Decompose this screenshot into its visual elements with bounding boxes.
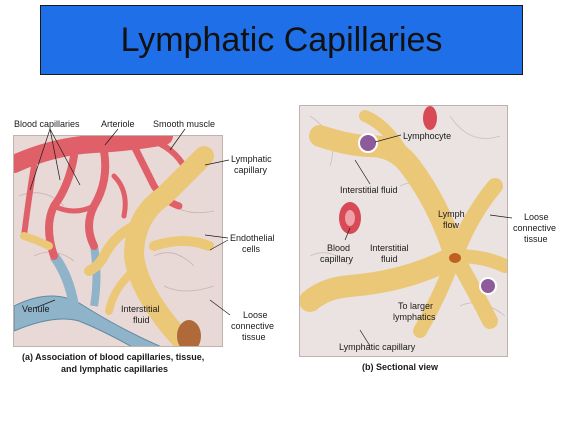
label-loose-connective-b-2: connective [513, 223, 557, 233]
caption-b: (b) Sectional view [362, 362, 439, 372]
page-title: Lymphatic Capillaries [120, 20, 443, 59]
junction-node [449, 253, 461, 263]
lymphatic-capillary-b [300, 110, 507, 338]
label-interstitial-fluid-a1: Interstitial [121, 304, 160, 314]
venule-branch [49, 253, 79, 307]
label-loose-connective-b-1: Loose [524, 212, 549, 222]
caption-a-line1: (a) Association of blood capillaries, ti… [22, 352, 205, 362]
label-blood-capillary-1: Blood [327, 243, 351, 253]
panel-a-illustration: Venule Interstitial fluid [13, 135, 223, 347]
lymphocyte-cell [358, 133, 378, 153]
label-lymphatic-capillary-b: Lymphatic capillary [339, 342, 416, 352]
label-lymph-flow-1: Lymph [438, 209, 465, 219]
lymphatic-capillary-vessel [20, 146, 214, 346]
label-interstitial-fluid-top: Interstitial fluid [340, 185, 398, 195]
label-lymphatic-capillary-2: capillary [234, 165, 268, 175]
label-endothelial-cells-1: Endothelial [230, 233, 275, 243]
blood-capillary-lumen [345, 210, 355, 226]
panel-a-drawing [14, 136, 215, 346]
lymphocyte-cell [479, 277, 497, 295]
panel-b-drawing [300, 106, 507, 338]
label-loose-connective-a-3: tissue [242, 332, 266, 342]
label-lymphocyte: Lymphocyte [403, 131, 452, 141]
label-interstitial-fluid-b2: fluid [381, 254, 398, 264]
red-blood-cell [423, 106, 437, 130]
label-interstitial-fluid-a2: fluid [133, 315, 150, 325]
label-lymphatic-capillary-1: Lymphatic [231, 154, 272, 164]
label-interstitial-fluid-b1: Interstitial [370, 243, 409, 253]
label-venule: Venule [22, 304, 50, 314]
label-arteriole: Arteriole [101, 119, 135, 129]
label-lymph-flow-2: flow [443, 220, 460, 230]
label-smooth-muscle: Smooth muscle [153, 119, 216, 129]
label-loose-connective-a-2: connective [231, 321, 275, 331]
panel-b-illustration [299, 105, 508, 357]
label-to-larger-2: lymphatics [393, 312, 436, 322]
label-loose-connective-b-3: tissue [524, 234, 548, 244]
label-blood-capillaries: Blood capillaries [14, 119, 80, 129]
venule-branch [90, 245, 101, 307]
label-endothelial-cells-2: cells [242, 244, 261, 254]
label-blood-capillary-2: capillary [320, 254, 354, 264]
label-loose-connective-a-1: Loose [243, 310, 268, 320]
lymphatic-lumen [177, 320, 201, 346]
title-banner: Lymphatic Capillaries [40, 5, 523, 75]
label-to-larger-1: To larger [398, 301, 434, 311]
caption-a-line2: and lymphatic capillaries [61, 364, 169, 374]
